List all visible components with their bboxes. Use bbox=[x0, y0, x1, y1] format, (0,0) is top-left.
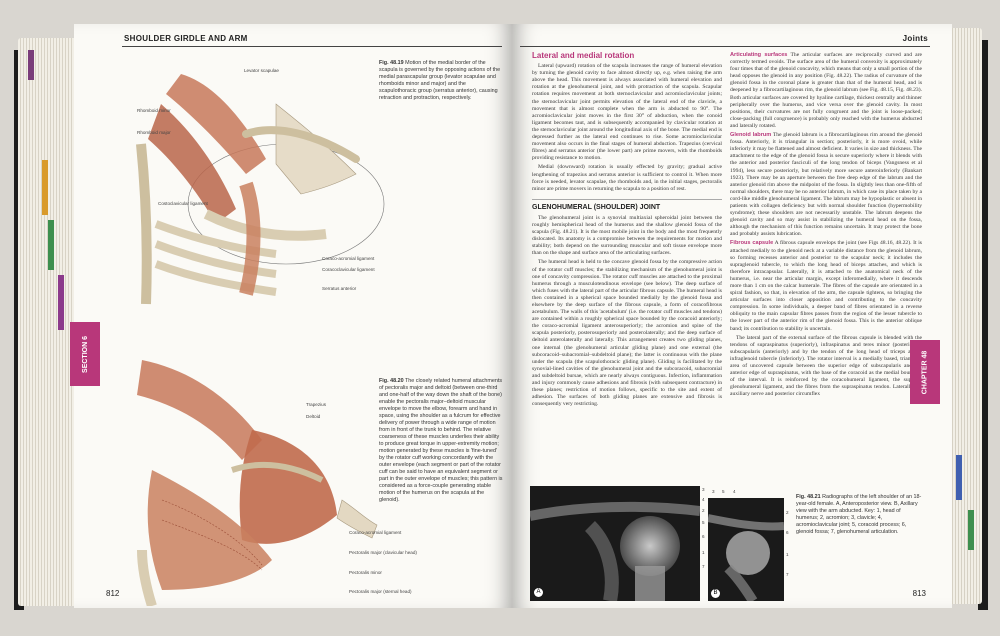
figure-48-20-caption: Fig. 48.20 The closely related humeral a… bbox=[379, 378, 504, 504]
caption-label: Fig. 48.19 bbox=[379, 60, 404, 66]
xray-label-b: 3 bbox=[712, 489, 715, 494]
chapter-tab: CHAPTER 48 bbox=[910, 340, 940, 404]
section-tab-label: SECTION 6 bbox=[81, 335, 89, 373]
xray-label-a: 6 bbox=[702, 534, 705, 539]
side-tab bbox=[28, 50, 34, 80]
book-cover-right bbox=[978, 40, 988, 610]
heading-fibrous-capsule: Fibrous capsule bbox=[730, 240, 774, 247]
paragraph: Lateral (upward) rotation of the scapula… bbox=[532, 63, 722, 162]
label-rhomboid-major: Rhomboid major bbox=[137, 130, 171, 135]
paragraph-text: The articular surfaces are reciprocally … bbox=[730, 52, 922, 129]
caption-text: Motion of the medial border of the scapu… bbox=[379, 60, 501, 101]
xray-label-b: 1 bbox=[786, 552, 789, 557]
paragraph: The glenohumeral joint is a synovial mul… bbox=[532, 214, 722, 257]
page-number-right: 813 bbox=[912, 589, 926, 598]
radiograph-b: B bbox=[707, 498, 785, 604]
xray-label-a: 5 bbox=[702, 520, 705, 525]
chapter-tab-label: CHAPTER 48 bbox=[921, 350, 929, 394]
xray-label-b: 7 bbox=[786, 572, 789, 577]
xray-label-b: 2 bbox=[786, 510, 789, 515]
caption-text: Radiographs of the left shoulder of an 1… bbox=[796, 494, 922, 535]
xray-label-b: 6 bbox=[786, 530, 789, 535]
paragraph: The lateral part of the external surface… bbox=[730, 335, 922, 399]
xray-label-a: 3 bbox=[702, 487, 705, 492]
panel-label-a: A bbox=[534, 588, 543, 597]
side-tab bbox=[956, 455, 962, 500]
xray-label-a: 4 bbox=[702, 497, 705, 502]
side-tab bbox=[968, 510, 974, 550]
figure-48-21-caption: Fig. 48.21 Radiographs of the left shoul… bbox=[796, 494, 924, 536]
header-rule bbox=[520, 46, 930, 47]
xray-label-a: 7 bbox=[702, 564, 705, 569]
label-coraco-acromial-ligament: Coraco-acromial ligament bbox=[322, 256, 375, 261]
label-pectoralis-major-clavicular: Pectoralis major (clavicular head) bbox=[349, 550, 417, 555]
running-head-right: Joints bbox=[902, 34, 928, 43]
label-levator-scapulae: Levator scapulae bbox=[244, 68, 279, 73]
heading-glenohumeral-joint: GLENOHUMERAL (SHOULDER) JOINT bbox=[532, 198, 722, 211]
side-tab bbox=[58, 275, 64, 330]
label-coraco-acromial-ligament-2: Coraco-acromial ligament bbox=[349, 530, 402, 535]
page-number-left: 812 bbox=[106, 589, 120, 598]
paragraph-text: The glenoid labrum is a fibrocartilagino… bbox=[730, 132, 922, 238]
caption-label: Fig. 48.21 bbox=[796, 494, 821, 500]
xray-label-a: 2 bbox=[702, 508, 705, 513]
text-column-1: Lateral and medial rotation Lateral (upw… bbox=[532, 51, 722, 484]
figure-48-19-caption: Fig. 48.19 Motion of the medial border o… bbox=[379, 60, 504, 102]
label-serratus-anterior: Serratus anterior bbox=[322, 286, 357, 291]
caption-text: The closely related humeral attachments … bbox=[379, 378, 503, 503]
header-rule bbox=[122, 46, 502, 47]
right-page: Joints Lateral and medial rotation Later… bbox=[512, 24, 952, 608]
label-deltoid: Deltoid bbox=[306, 414, 321, 419]
paragraph-text: A fibrous capsule envelops the joint (se… bbox=[730, 240, 922, 332]
xray-label-b: 4 bbox=[733, 489, 736, 494]
label-pectoralis-minor: Pectoralis minor bbox=[349, 570, 382, 575]
paragraph: The humeral head is held to the concave … bbox=[532, 259, 722, 408]
figure-48-19-illustration bbox=[136, 74, 385, 305]
paragraph: Articulating surfaces The articular surf… bbox=[730, 52, 922, 130]
xray-label-b: 5 bbox=[722, 489, 725, 494]
paragraph: Medial (downward) rotation is usually ef… bbox=[532, 164, 722, 192]
radiograph-a: A bbox=[529, 486, 701, 603]
label-coracoclavicular-ligament: Coracoclavicular ligament bbox=[322, 267, 375, 272]
xray-label-a: 1 bbox=[702, 550, 705, 555]
side-tab bbox=[48, 220, 54, 270]
heading-glenoid-labrum: Glenoid labrum bbox=[730, 132, 772, 139]
label-pectoralis-major-sternal: Pectoralis major (sternal head) bbox=[349, 589, 412, 594]
paragraph: Glenoid labrum The glenoid labrum is a f… bbox=[730, 132, 922, 238]
paragraph: Fibrous capsule A fibrous capsule envelo… bbox=[730, 240, 922, 332]
label-costoclavicular-ligament: Costoclavicular ligament bbox=[158, 201, 208, 206]
paragraph-text: The lateral part of the external surface… bbox=[730, 334, 922, 398]
label-rhomboid-minor: Rhomboid minor bbox=[137, 108, 171, 113]
panel-label-b: B bbox=[711, 589, 720, 598]
side-tab bbox=[42, 160, 48, 215]
left-page: SHOULDER GIRDLE AND ARM Levator scapulae… bbox=[74, 24, 512, 608]
running-head-left: SHOULDER GIRDLE AND ARM bbox=[124, 34, 248, 43]
figure-48-20-illustration bbox=[137, 360, 378, 606]
open-book: SHOULDER GIRDLE AND ARM Levator scapulae… bbox=[14, 10, 988, 620]
text-column-2: Articulating surfaces The articular surf… bbox=[730, 52, 922, 484]
caption-label: Fig. 48.20 bbox=[379, 378, 404, 384]
heading-articulating-surfaces: Articulating surfaces bbox=[730, 52, 788, 58]
section-tab: SECTION 6 bbox=[70, 322, 100, 386]
label-trapezius: Trapezius bbox=[306, 402, 326, 407]
heading-lateral-medial-rotation: Lateral and medial rotation bbox=[532, 51, 635, 60]
